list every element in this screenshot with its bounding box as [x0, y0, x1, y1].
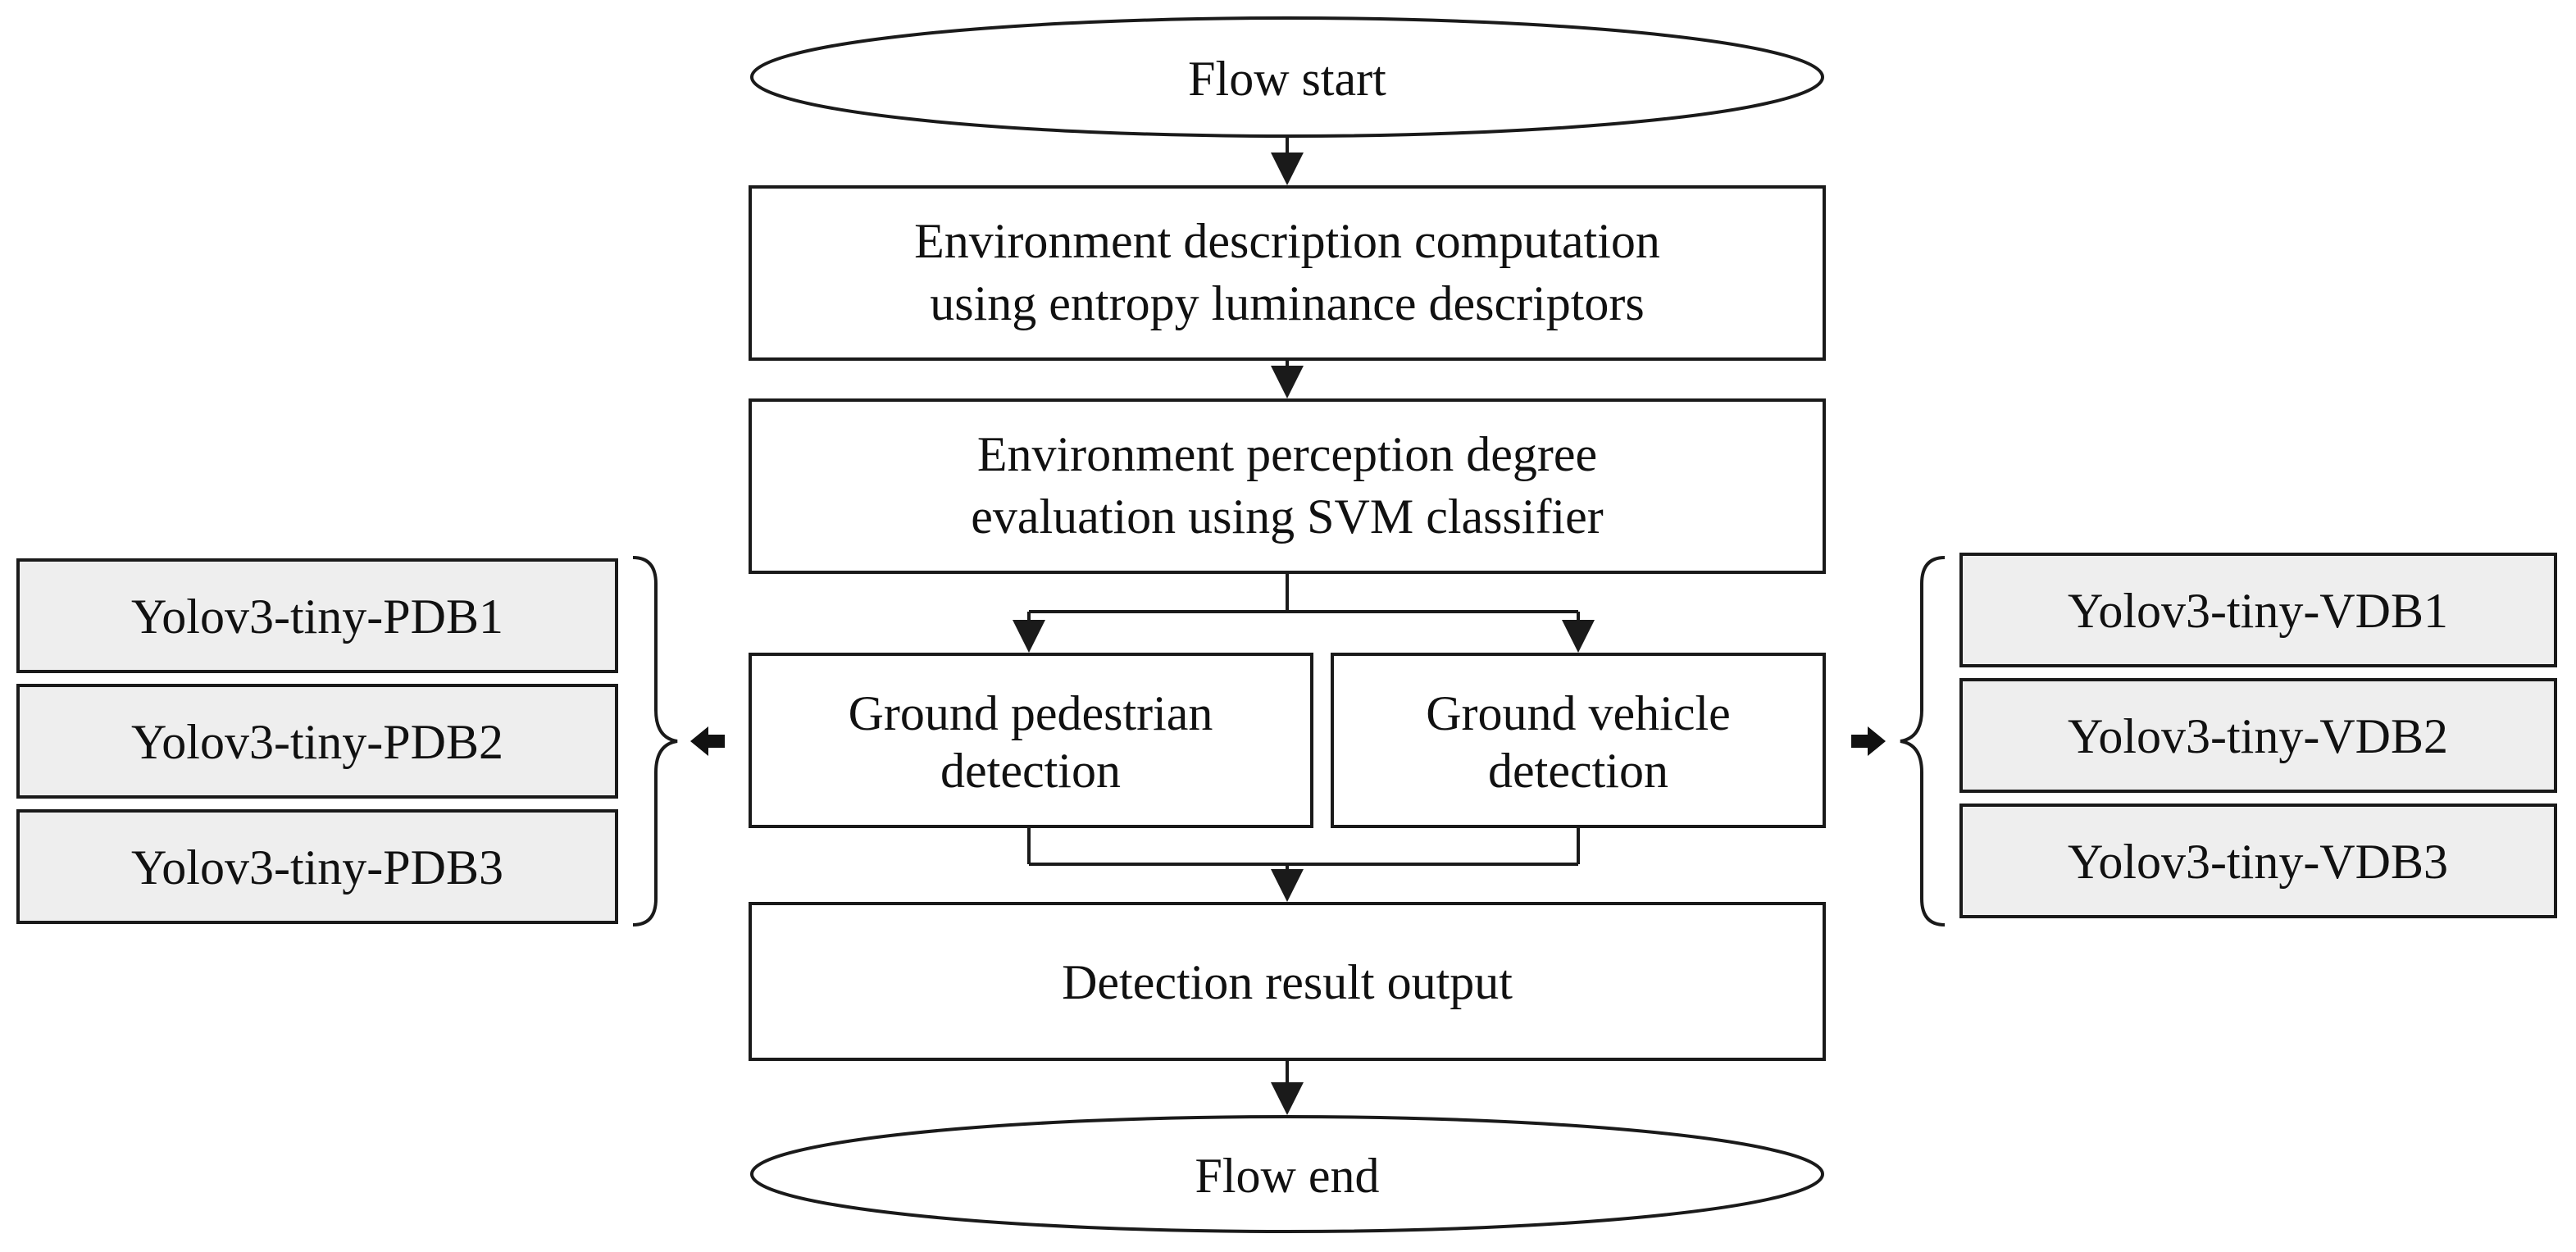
pedestrian-model-box-2 [16, 684, 618, 799]
step1-line2: using entropy luminance descriptors [930, 276, 1644, 330]
pedestrian-model-1: Yolov3-tiny-PDB1 [131, 590, 503, 644]
vehicle-models-brace [1900, 556, 1946, 926]
vehicle-model-1: Yolov3-tiny-VDB1 [2068, 584, 2448, 638]
step2-line1: Environment perception degree [977, 427, 1597, 481]
step-result-output [749, 902, 1826, 1061]
step-environment-description [749, 185, 1826, 361]
vehicle-line1: Ground vehicle [1426, 686, 1731, 740]
vehicle-model-box-3 [1959, 804, 2557, 918]
end-label: Flow end [1195, 1149, 1380, 1203]
pedestrian-line2: detection [940, 744, 1121, 798]
step-pedestrian-detection [749, 653, 1313, 828]
vehicle-line2: detection [1488, 744, 1668, 798]
pedestrian-model-3: Yolov3-tiny-PDB3 [131, 840, 503, 895]
vehicle-model-box-2 [1959, 678, 2557, 793]
pedestrian-model-box-3 [16, 809, 618, 924]
vehicle-models-arrow [1851, 726, 1886, 756]
step-perception-evaluation [749, 398, 1826, 574]
pedestrian-models-brace [632, 556, 678, 926]
vehicle-model-2: Yolov3-tiny-VDB2 [2068, 709, 2448, 763]
end-terminal [750, 1115, 1824, 1233]
start-label: Flow start [1188, 52, 1386, 106]
step1-line1: Environment description computation [914, 214, 1660, 268]
pedestrian-model-2: Yolov3-tiny-PDB2 [131, 715, 503, 769]
output-label: Detection result output [1062, 955, 1513, 1009]
pedestrian-line1: Ground pedestrian [849, 686, 1213, 740]
pedestrian-models-arrow [690, 726, 725, 756]
step2-line2: evaluation using SVM classifier [971, 489, 1604, 544]
vehicle-model-box-1 [1959, 553, 2557, 667]
vehicle-model-3: Yolov3-tiny-VDB3 [2068, 835, 2448, 889]
pedestrian-model-box-1 [16, 558, 618, 673]
step-vehicle-detection [1331, 653, 1826, 828]
